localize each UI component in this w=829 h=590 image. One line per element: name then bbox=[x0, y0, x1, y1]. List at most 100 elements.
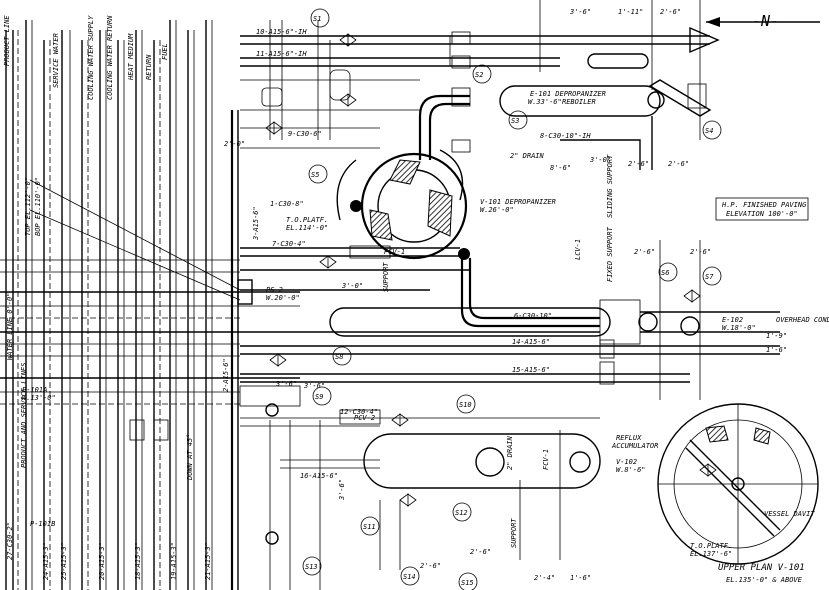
north-arrow-label: -N- bbox=[752, 12, 779, 30]
line-11-label: 11-A15-6"-IH bbox=[256, 50, 307, 58]
line-12-label: 12-C30-4" bbox=[340, 408, 378, 416]
balloon: S15 bbox=[458, 572, 478, 590]
to-platf-label: T.O.PLATF. bbox=[286, 216, 328, 224]
pcv2-label: PCV-2 bbox=[354, 414, 375, 422]
balloon: S1 bbox=[310, 8, 330, 28]
dim-20: 1'-6" bbox=[766, 346, 787, 354]
top-el-label: TOP EL.112'-0" bbox=[24, 177, 32, 236]
p101a-elev: W.13'-0" bbox=[22, 394, 56, 402]
valve-icon bbox=[339, 33, 357, 47]
valve-icon bbox=[399, 493, 417, 507]
valve-symbols bbox=[265, 33, 717, 507]
valve-icon bbox=[339, 93, 357, 107]
upper-plan-title: UPPER PLAN V-101 bbox=[718, 563, 805, 573]
dim-15: 2'-6" bbox=[420, 562, 441, 570]
svg-text:S2: S2 bbox=[475, 71, 483, 79]
reflux-label: REFLUX bbox=[616, 434, 642, 442]
valve-icon bbox=[265, 121, 283, 135]
line-10-label: 10-A15-6"-IH bbox=[256, 28, 307, 36]
to-platf2-el-label: EL.137'-6" bbox=[690, 550, 732, 558]
line-15-label: 15-A15-6" bbox=[512, 366, 550, 374]
elevation-note: ELEVATION 100'-0" bbox=[726, 210, 798, 218]
balloon: S6 bbox=[658, 262, 678, 282]
line-9-label: 9-C30-6" bbox=[288, 130, 322, 138]
returns-label: RETURN bbox=[145, 54, 153, 80]
balloon: S7 bbox=[702, 266, 722, 286]
e101-tag: E-101 DEPROPANIZER bbox=[530, 90, 606, 98]
balloon: S9 bbox=[312, 386, 332, 406]
line-2a-label: 2-A15-6" bbox=[222, 358, 230, 392]
support2-label: SUPPORT bbox=[510, 518, 518, 548]
line-27-label: 27-C30-2" bbox=[6, 522, 14, 560]
upper-plan-sub: EL.135'-0" & ABOVE bbox=[726, 576, 803, 584]
dim-2: 1'-11" bbox=[618, 8, 643, 16]
fuel-label: FUEL bbox=[161, 43, 169, 60]
e102-elev: W.18'-0" bbox=[722, 324, 756, 332]
dim-12: 2'-6" bbox=[690, 248, 711, 256]
vessel-davit-label: VESSEL DAVIT bbox=[764, 510, 815, 518]
valve-icon bbox=[699, 463, 717, 477]
column-v101 bbox=[336, 149, 470, 260]
heating-medium-label: HEAT MEDIUM bbox=[127, 33, 135, 81]
fcv1-label: FCV-1 bbox=[542, 449, 550, 470]
svg-text:S12: S12 bbox=[455, 509, 468, 517]
reboiler-e101 bbox=[418, 79, 712, 170]
line-18-label: 18-A15-3" bbox=[134, 542, 142, 580]
dim-1: 3'-6" bbox=[569, 8, 591, 16]
balloon: S11 bbox=[360, 516, 380, 536]
line-24-label: 24-A15-3" bbox=[42, 542, 50, 580]
balloon: S14 bbox=[400, 566, 420, 586]
ps2-elev: W.20'-0" bbox=[266, 294, 300, 302]
line-19-label: 19-A15-3" bbox=[170, 542, 178, 580]
sliding-support-label: SLIDING SUPPORT bbox=[606, 154, 614, 218]
fixed-support-label: FIXED SUPPORT bbox=[606, 226, 614, 282]
c-drain-label: 2" DRAIN bbox=[510, 152, 545, 160]
accumulator-label: ACCUMULATOR bbox=[611, 442, 658, 450]
ps2-label: PS-2 bbox=[266, 286, 283, 294]
svg-text:S4: S4 bbox=[705, 127, 713, 135]
dim-17: 3'-6" bbox=[303, 382, 325, 390]
v101-elev: W.26'-0" bbox=[480, 206, 514, 214]
v101-tag: V-101 DEPROPANIZER bbox=[480, 198, 556, 206]
svg-text:S9: S9 bbox=[315, 393, 323, 401]
line-21-label: 21-A15-3" bbox=[204, 542, 212, 580]
reflux-accumulator-v102 bbox=[240, 409, 601, 570]
v102-tag: V-102 bbox=[616, 458, 637, 466]
equipment-labels: E-101 DEPROPANIZER REBOILER W.33'-6" V-1… bbox=[286, 90, 829, 584]
svg-text:S3: S3 bbox=[511, 117, 519, 125]
line-labels: 10-A15-6"-IH 11-A15-6"-IH 9-C30-6" 8-C30… bbox=[6, 28, 614, 580]
line-7-label: 7-C30-4" bbox=[272, 240, 306, 248]
cooling-water-supply-label: COOLING WATER SUPPLY bbox=[87, 15, 95, 100]
dim-16: 2'-6" bbox=[470, 548, 491, 556]
dim-14: 1'-6" bbox=[570, 574, 591, 582]
paving-note: H.P. FINISHED PAVING ELEVATION 100'-0" bbox=[715, 197, 809, 221]
svg-text:S5: S5 bbox=[311, 171, 319, 179]
svg-text:S6: S6 bbox=[661, 269, 669, 277]
support1-label: SUPPORT bbox=[382, 262, 390, 292]
line-16-label: 16-A15-6" bbox=[300, 472, 338, 480]
line-6-label: 6-C30-10" bbox=[514, 312, 552, 320]
finished-paving-note: H.P. FINISHED PAVING bbox=[721, 201, 807, 209]
svg-text:S7: S7 bbox=[705, 273, 714, 281]
valve-icon bbox=[269, 353, 287, 367]
dim-10: 3'-6" bbox=[275, 380, 297, 388]
balloon: S8 bbox=[332, 346, 352, 366]
rack-crossings bbox=[0, 179, 600, 405]
svg-text:S10: S10 bbox=[459, 401, 472, 409]
balloon: S4 bbox=[702, 120, 722, 140]
e101-elev: W.33'-6" bbox=[528, 98, 562, 106]
dim-9: 3'-0" bbox=[341, 282, 363, 290]
upper-plan-v101 bbox=[657, 403, 819, 565]
drain-label: 2" DRAIN bbox=[506, 435, 514, 470]
e101-sub: REBOILER bbox=[562, 98, 596, 106]
balloon: S13 bbox=[302, 556, 322, 576]
product-line-label: PRODUCT LINE bbox=[3, 15, 11, 66]
product-service-label: PRODUCT AND SERVICE LINES bbox=[20, 363, 28, 468]
line-25-label: 25-A15-3" bbox=[60, 542, 68, 580]
dim-7: 2'-6" bbox=[628, 160, 649, 168]
dim-18: 3'-6" bbox=[338, 479, 346, 501]
balloon: S5 bbox=[308, 164, 328, 184]
svg-text:S1: S1 bbox=[313, 15, 321, 23]
to-platf-el-label: EL.114'-0" bbox=[286, 224, 328, 232]
